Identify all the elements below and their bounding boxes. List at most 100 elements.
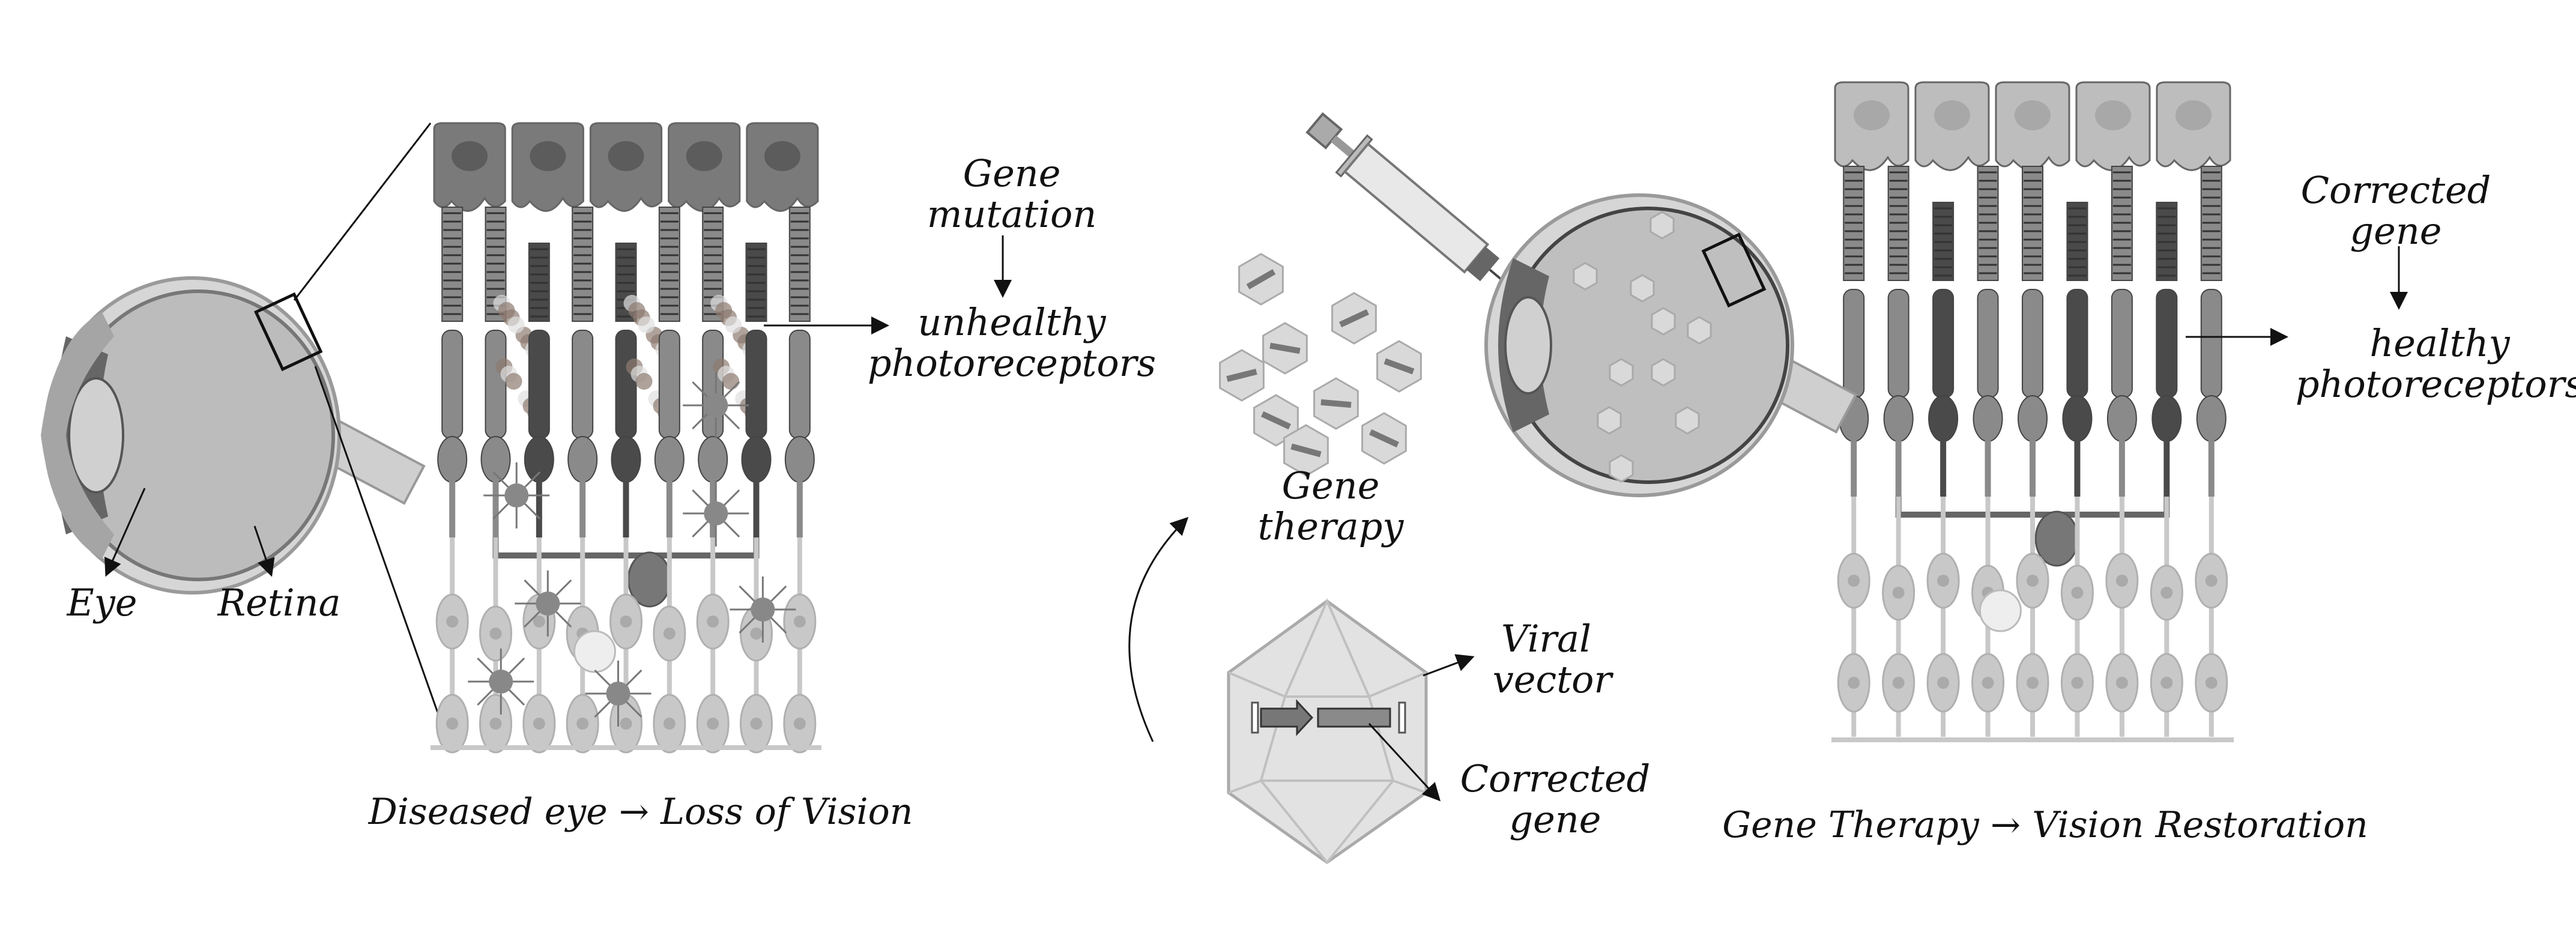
inner-segment <box>2066 289 2088 398</box>
virus-capsid <box>1651 307 1676 336</box>
inner-segment <box>572 330 594 439</box>
nucleus <box>1892 587 1905 599</box>
virus-particle-icon <box>1630 274 1655 303</box>
rpe-nucleus <box>2015 100 2051 130</box>
virus-particle-icon <box>1253 394 1299 447</box>
virus-gene <box>1226 369 1257 382</box>
virus-capsid <box>1675 406 1700 435</box>
nucleus <box>1892 677 1905 689</box>
bipolar-ganglion-neuron <box>1837 497 1870 737</box>
bipolar-ganglion-neuron <box>2150 497 2183 737</box>
left-caption: Diseased eye → Loss of Vision <box>368 791 913 833</box>
bipolar-ganglion-neuron <box>2195 497 2228 737</box>
bipolar-ganglion-neuron <box>2105 497 2139 737</box>
diseased-retina-panel <box>431 122 821 754</box>
rpe-nucleus <box>764 141 800 171</box>
gene-cassette <box>1317 707 1391 728</box>
virus-particle-icon <box>1651 358 1676 387</box>
rpe-nucleus <box>2175 100 2212 130</box>
nucleus <box>1937 575 1950 587</box>
zoom-line-top <box>293 123 432 301</box>
virus-particle-icon <box>1687 316 1712 345</box>
bipolar-ganglion-neuron <box>653 537 686 754</box>
virus-gene <box>1320 399 1352 408</box>
cell-body <box>2018 395 2048 442</box>
virus-capsid <box>1630 274 1655 303</box>
virus-particle-icon <box>1313 377 1359 430</box>
cell-body <box>567 436 598 483</box>
cell-body <box>2151 395 2182 442</box>
degeneration-debris <box>635 373 653 390</box>
virus-capsid <box>1687 316 1712 345</box>
cell-body <box>1973 395 2003 442</box>
nucleus <box>1848 677 1860 689</box>
zoom-line-bottom <box>314 366 446 732</box>
degeneration-debris <box>722 373 740 390</box>
activated-glial-cell <box>704 501 728 525</box>
inner-segment <box>485 330 507 439</box>
gene-therapy-label-1: Gene <box>1282 464 1380 507</box>
corrected-gene-top-label-2: gene <box>2350 209 2441 253</box>
nucleus <box>663 718 676 730</box>
virus-particle-icon <box>1573 262 1598 291</box>
healthy-label-2: photoreceptors <box>2296 362 2576 406</box>
virus-gene <box>1290 443 1322 458</box>
degeneration-debris <box>505 373 522 390</box>
nucleus <box>1848 575 1860 587</box>
degeneration-debris <box>638 316 655 333</box>
bipolar-ganglion-neuron <box>2060 497 2094 737</box>
gene-therapy-label-2: therapy <box>1258 504 1404 548</box>
bipolar-ganglion-neuron <box>1882 497 1915 737</box>
cell-body <box>611 436 641 483</box>
virus-gene <box>1369 429 1399 448</box>
rod-photoreceptor <box>2196 166 2227 497</box>
corrected-gene-label-2: gene <box>1509 797 1601 841</box>
nucleus <box>793 616 806 628</box>
gene-mutation-label-1: Gene <box>963 151 1061 195</box>
virus-gene <box>1383 358 1415 375</box>
rod-photoreceptor <box>654 207 685 537</box>
rpe-nucleus <box>530 141 566 171</box>
rpe-nucleus <box>1934 100 1970 130</box>
nucleus <box>663 628 676 640</box>
inner-segment <box>658 330 680 439</box>
cell-body <box>1928 395 1959 442</box>
virus-gene <box>1339 309 1369 328</box>
rod-photoreceptor <box>437 207 468 537</box>
nucleus <box>489 628 502 640</box>
inner-segment <box>2200 289 2222 398</box>
bipolar-ganglion-neuron <box>740 537 773 754</box>
bipolar-ganglion-neuron <box>522 537 556 754</box>
nucleus <box>446 616 459 628</box>
diseased-eye-illustration <box>41 123 446 732</box>
virus-particle-icon <box>1238 253 1284 306</box>
cone-photoreceptor <box>2062 202 2093 497</box>
nucleus <box>1937 677 1950 689</box>
nucleus <box>2205 677 2218 689</box>
rod-photoreceptor <box>1973 166 2003 497</box>
cell-body <box>784 436 815 483</box>
nucleus <box>1982 677 1994 689</box>
nucleus <box>533 718 545 730</box>
nucleus <box>750 628 763 640</box>
virus-particle-icon <box>1609 454 1634 483</box>
corrected-gene-top-label-1: Corrected <box>2301 168 2491 212</box>
cell-body <box>2106 395 2137 442</box>
retina-arrow <box>253 525 275 577</box>
viral-vector-label-2: vector <box>1493 658 1614 701</box>
virus-capsid <box>1609 454 1634 483</box>
unhealthy-label-2: photoreceptors <box>868 341 1156 385</box>
viral-particles <box>1219 253 1422 477</box>
virus-gene <box>1261 411 1291 430</box>
activated-glial-cell <box>504 483 529 507</box>
virus-capsid <box>1573 262 1598 291</box>
rod-photoreceptor <box>784 207 815 537</box>
cell-body <box>741 436 772 483</box>
inner-segment <box>1977 289 1999 398</box>
cell-body <box>524 436 554 483</box>
nucleus <box>707 616 719 628</box>
virus-particle-icon <box>1675 406 1700 435</box>
inner-segment <box>702 330 724 439</box>
rpe-nucleus <box>452 141 488 171</box>
